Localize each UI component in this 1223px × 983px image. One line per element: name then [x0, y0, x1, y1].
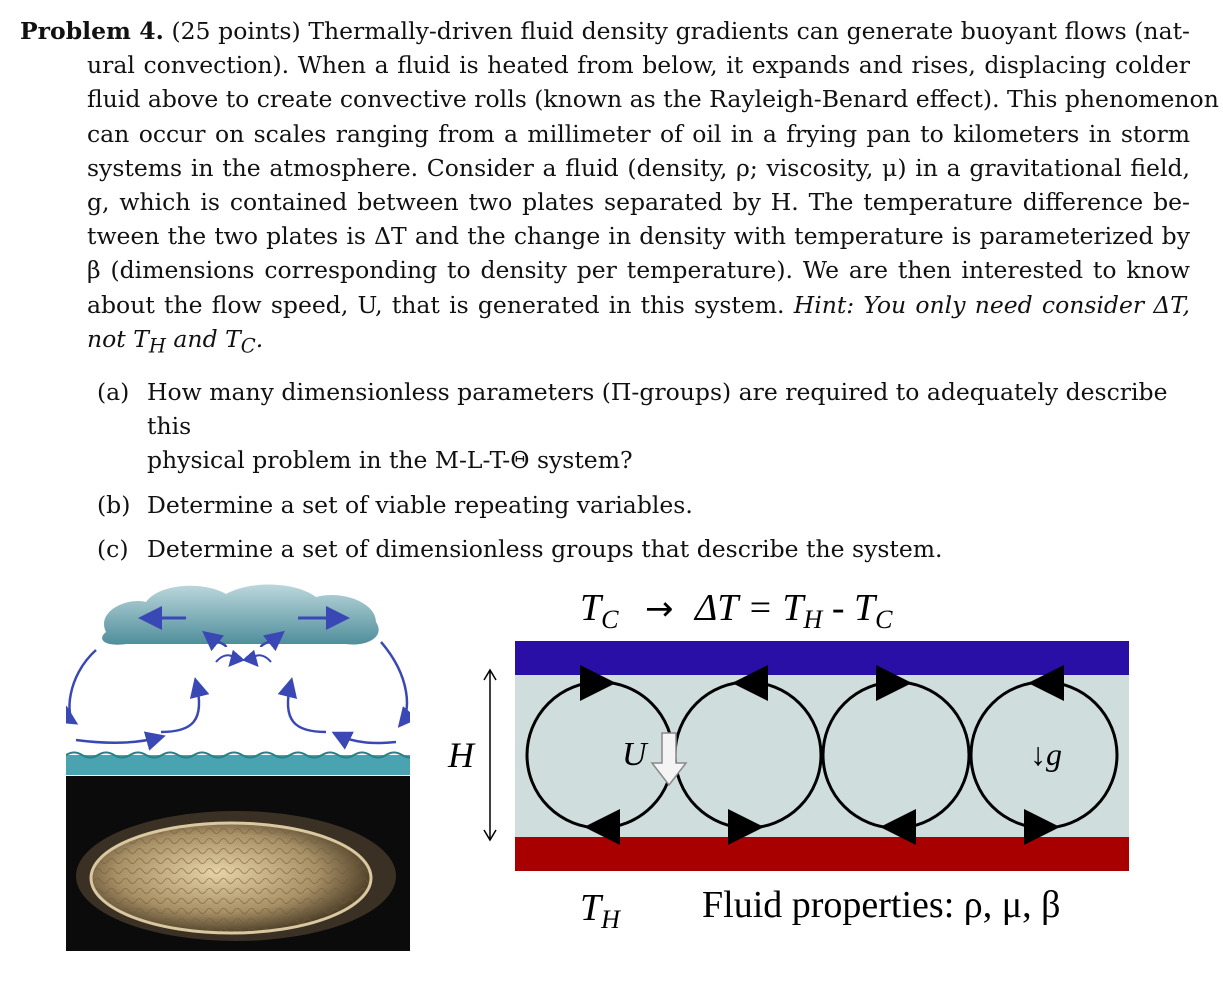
- delta-t-equation: ΔT = TH - TC: [693, 587, 893, 634]
- frying-pan-photo: [66, 776, 410, 951]
- convection-roll-4: [969, 665, 1119, 845]
- part-text: How many dimensionless parameters (Π-gro…: [147, 378, 1168, 441]
- rayleigh-benard-diagram: TC → ΔT = TH - TC H: [447, 587, 1129, 934]
- hint-continuation: not TH and TC.: [20, 322, 1190, 364]
- problem-text: tween the two plates is ΔT and the chang…: [87, 222, 1190, 251]
- hint-text: Hint: You only need consider ΔT,: [793, 290, 1190, 319]
- part-label: (a): [97, 378, 130, 406]
- part-label: (b): [97, 490, 131, 519]
- bottom-temp-label: TH: [580, 887, 621, 934]
- flow-speed-label: U: [622, 736, 649, 773]
- storm-diagram: [55, 584, 419, 775]
- problem-line-1: Problem 4. (25 points) Thermally-driven …: [20, 14, 1190, 48]
- cloud-icon: [102, 584, 379, 645]
- convection-roll-3: [821, 665, 971, 845]
- water-surface: [66, 755, 410, 775]
- problem-line-9: about the flow speed, U, that is generat…: [20, 288, 1190, 322]
- arrow-glyph: →: [645, 589, 674, 629]
- hint-period: .: [255, 324, 264, 353]
- hot-plate: [515, 837, 1129, 871]
- part-text: physical problem in the M-L-T-Θ system?: [147, 446, 633, 475]
- hint-and: and T: [165, 324, 241, 353]
- storm-convection-figure: [55, 572, 419, 951]
- gravity-label: ↓g: [1030, 736, 1062, 772]
- height-label: H: [447, 735, 476, 775]
- fluid-properties: Fluid properties: ρ, μ, β: [702, 884, 1060, 926]
- problem-parts: (a) How many dimensionless parameters (Π…: [97, 375, 1190, 576]
- part-text: Determine a set of viable repeating vari…: [147, 490, 693, 519]
- part-b: (b) Determine a set of viable repeating …: [97, 488, 1190, 522]
- top-temp-label: TC: [580, 587, 619, 634]
- problem-text: ural convection). When a fluid is heated…: [87, 51, 1190, 80]
- cold-plate: [515, 641, 1129, 675]
- problem-text: β (dimensions corresponding to density p…: [87, 256, 1190, 285]
- hint-not-t: not T: [87, 324, 149, 353]
- part-text: Determine a set of dimensionless groups …: [147, 534, 943, 563]
- problem-text: Thermally-driven fluid density gradients…: [308, 17, 1190, 45]
- part-c: (c) Determine a set of dimensionless gro…: [97, 532, 1190, 566]
- problem-text: g, which is contained between two plates…: [87, 188, 1190, 217]
- rayleigh-benard-figure: TC → ΔT = TH - TC H: [440, 575, 1140, 945]
- hint-sub-c: C: [240, 334, 256, 358]
- problem-text: about the flow speed, U, that is generat…: [87, 290, 785, 319]
- flow-arrow-icon: [650, 732, 688, 787]
- problem-text: systems in the atmosphere. Consider a fl…: [87, 153, 1190, 182]
- part-label: (c): [97, 534, 129, 563]
- problem-heading: Problem 4.: [20, 17, 164, 45]
- problem-text: fluid above to create convective rolls (…: [87, 85, 1219, 114]
- problem-text: can occur on scales ranging from a milli…: [87, 119, 1190, 148]
- problem-statement: Problem 4. (25 points) Thermally-driven …: [20, 14, 1219, 364]
- problem-points: (25 points): [171, 17, 301, 45]
- hint-sub-h: H: [148, 334, 166, 358]
- part-a: (a) How many dimensionless parameters (Π…: [97, 375, 1190, 478]
